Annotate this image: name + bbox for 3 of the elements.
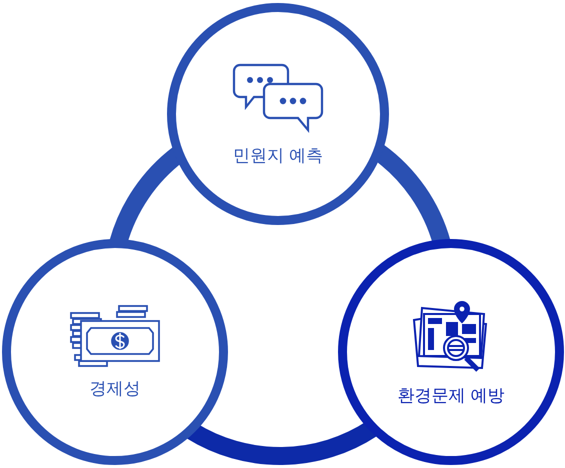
node-label: 환경문제 예방 — [397, 384, 505, 406]
node-label: 경제성 — [90, 378, 140, 400]
node-label: 민원지 예측 — [232, 144, 324, 166]
